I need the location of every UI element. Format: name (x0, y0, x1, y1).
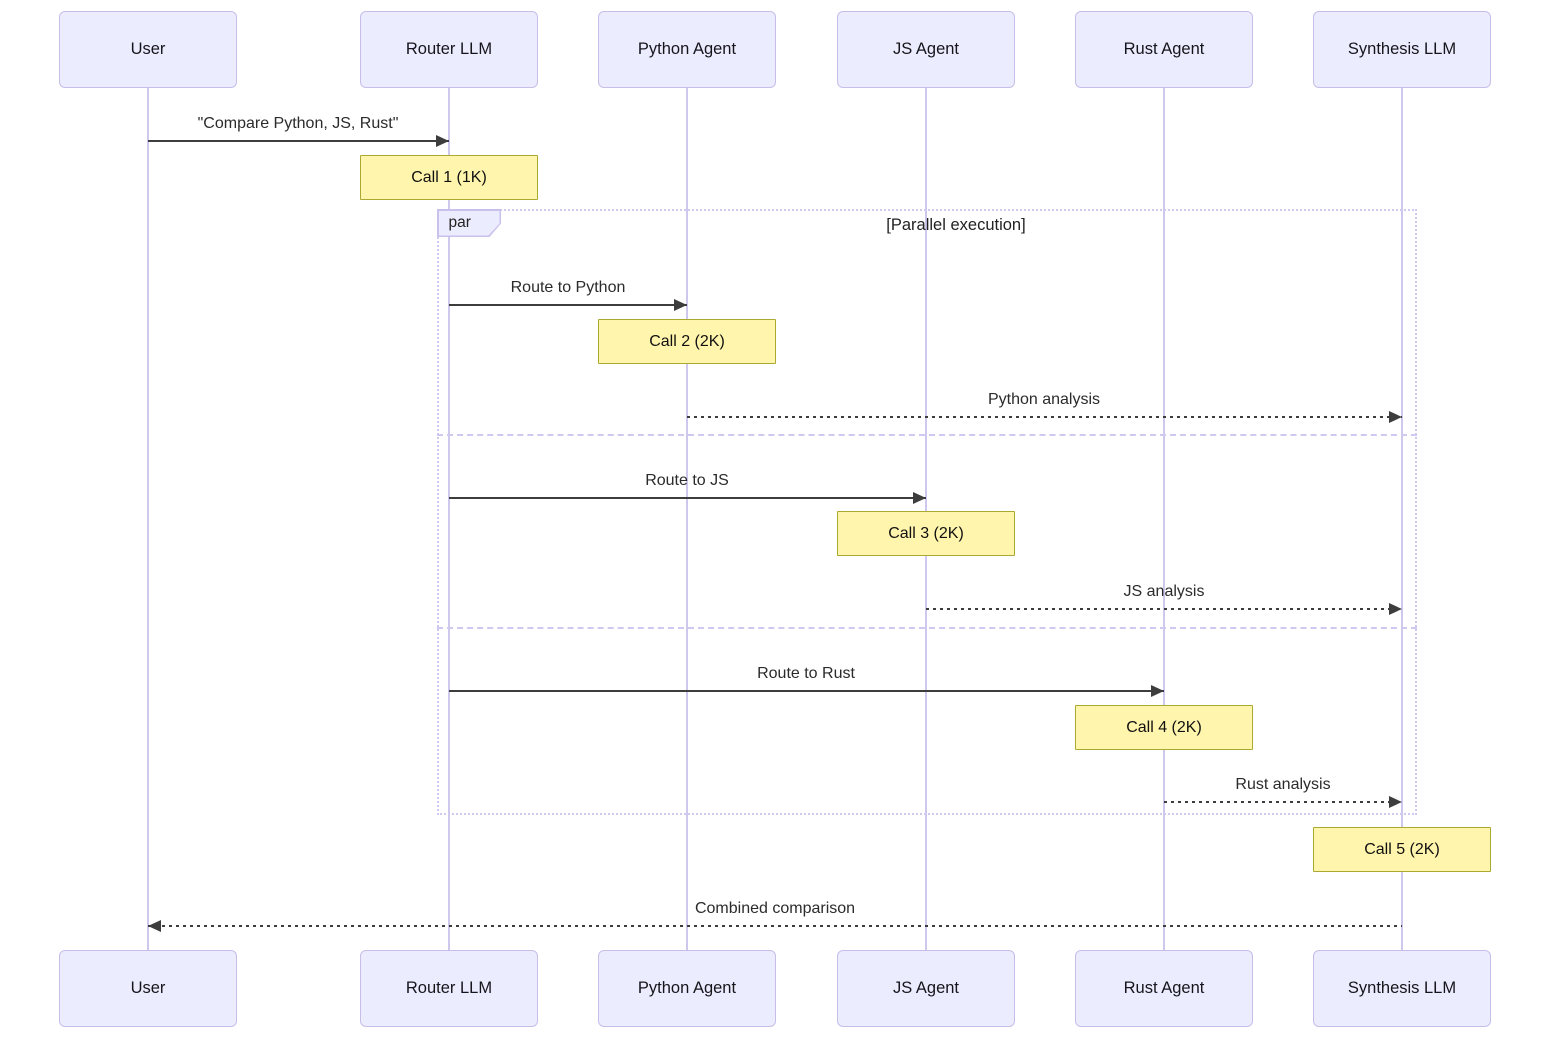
arrowhead-route-python (674, 299, 687, 311)
lifeline-user (147, 88, 149, 950)
message-line-route-rust (449, 690, 1164, 692)
message-line-js-analysis (926, 608, 1402, 610)
par-divider-2 (437, 627, 1417, 629)
par-divider-1 (437, 434, 1417, 436)
message-label-compare: "Compare Python, JS, Rust" (197, 115, 399, 132)
note-call-2: Call 2 (2K) (598, 319, 776, 364)
note-call-1: Call 1 (1K) (360, 155, 538, 200)
lifeline-synthesis (1401, 88, 1403, 950)
actor-top-user: User (59, 11, 237, 88)
actor-top-rust: Rust Agent (1075, 11, 1253, 88)
message-label-route-js: Route to JS (645, 472, 729, 489)
message-line-route-python (449, 304, 687, 306)
actor-bottom-js: JS Agent (837, 950, 1015, 1027)
actor-bottom-synthesis: Synthesis LLM (1313, 950, 1491, 1027)
arrowhead-python-analysis (1389, 411, 1402, 423)
message-line-rust-analysis (1164, 801, 1402, 803)
par-operator-label: par (438, 210, 500, 236)
actor-top-synthesis: Synthesis LLM (1313, 11, 1491, 88)
message-label-route-python: Route to Python (510, 279, 626, 296)
actor-top-router: Router LLM (360, 11, 538, 88)
actor-bottom-router: Router LLM (360, 950, 538, 1027)
message-line-route-js (449, 497, 926, 499)
note-call-3: Call 3 (2K) (837, 511, 1015, 556)
arrowhead-js-analysis (1389, 603, 1402, 615)
arrowhead-compare (436, 135, 449, 147)
actor-top-js: JS Agent (837, 11, 1015, 88)
actor-bottom-rust: Rust Agent (1075, 950, 1253, 1027)
note-call-5: Call 5 (2K) (1313, 827, 1491, 872)
actor-bottom-python: Python Agent (598, 950, 776, 1027)
message-line-compare (148, 140, 449, 142)
note-call-4: Call 4 (2K) (1075, 705, 1253, 750)
par-condition-label: [Parallel execution] (886, 216, 1026, 234)
lifeline-python (686, 88, 688, 950)
message-label-js-analysis: JS analysis (1123, 583, 1205, 600)
message-label-python-analysis: Python analysis (987, 391, 1101, 408)
message-label-combined-comparison: Combined comparison (694, 900, 856, 917)
actor-bottom-user: User (59, 950, 237, 1027)
arrowhead-rust-analysis (1389, 796, 1402, 808)
message-label-route-rust: Route to Rust (757, 665, 855, 682)
par-frame (437, 209, 1417, 815)
lifeline-rust (1163, 88, 1165, 950)
message-line-python-analysis (687, 416, 1402, 418)
arrowhead-combined-comparison (148, 920, 161, 932)
arrowhead-route-js (913, 492, 926, 504)
arrowhead-route-rust (1151, 685, 1164, 697)
actor-top-python: Python Agent (598, 11, 776, 88)
message-line-combined-comparison (148, 925, 1402, 927)
lifeline-router (448, 88, 450, 950)
par-operator-tag: par (437, 209, 501, 237)
message-label-rust-analysis: Rust analysis (1235, 776, 1331, 793)
